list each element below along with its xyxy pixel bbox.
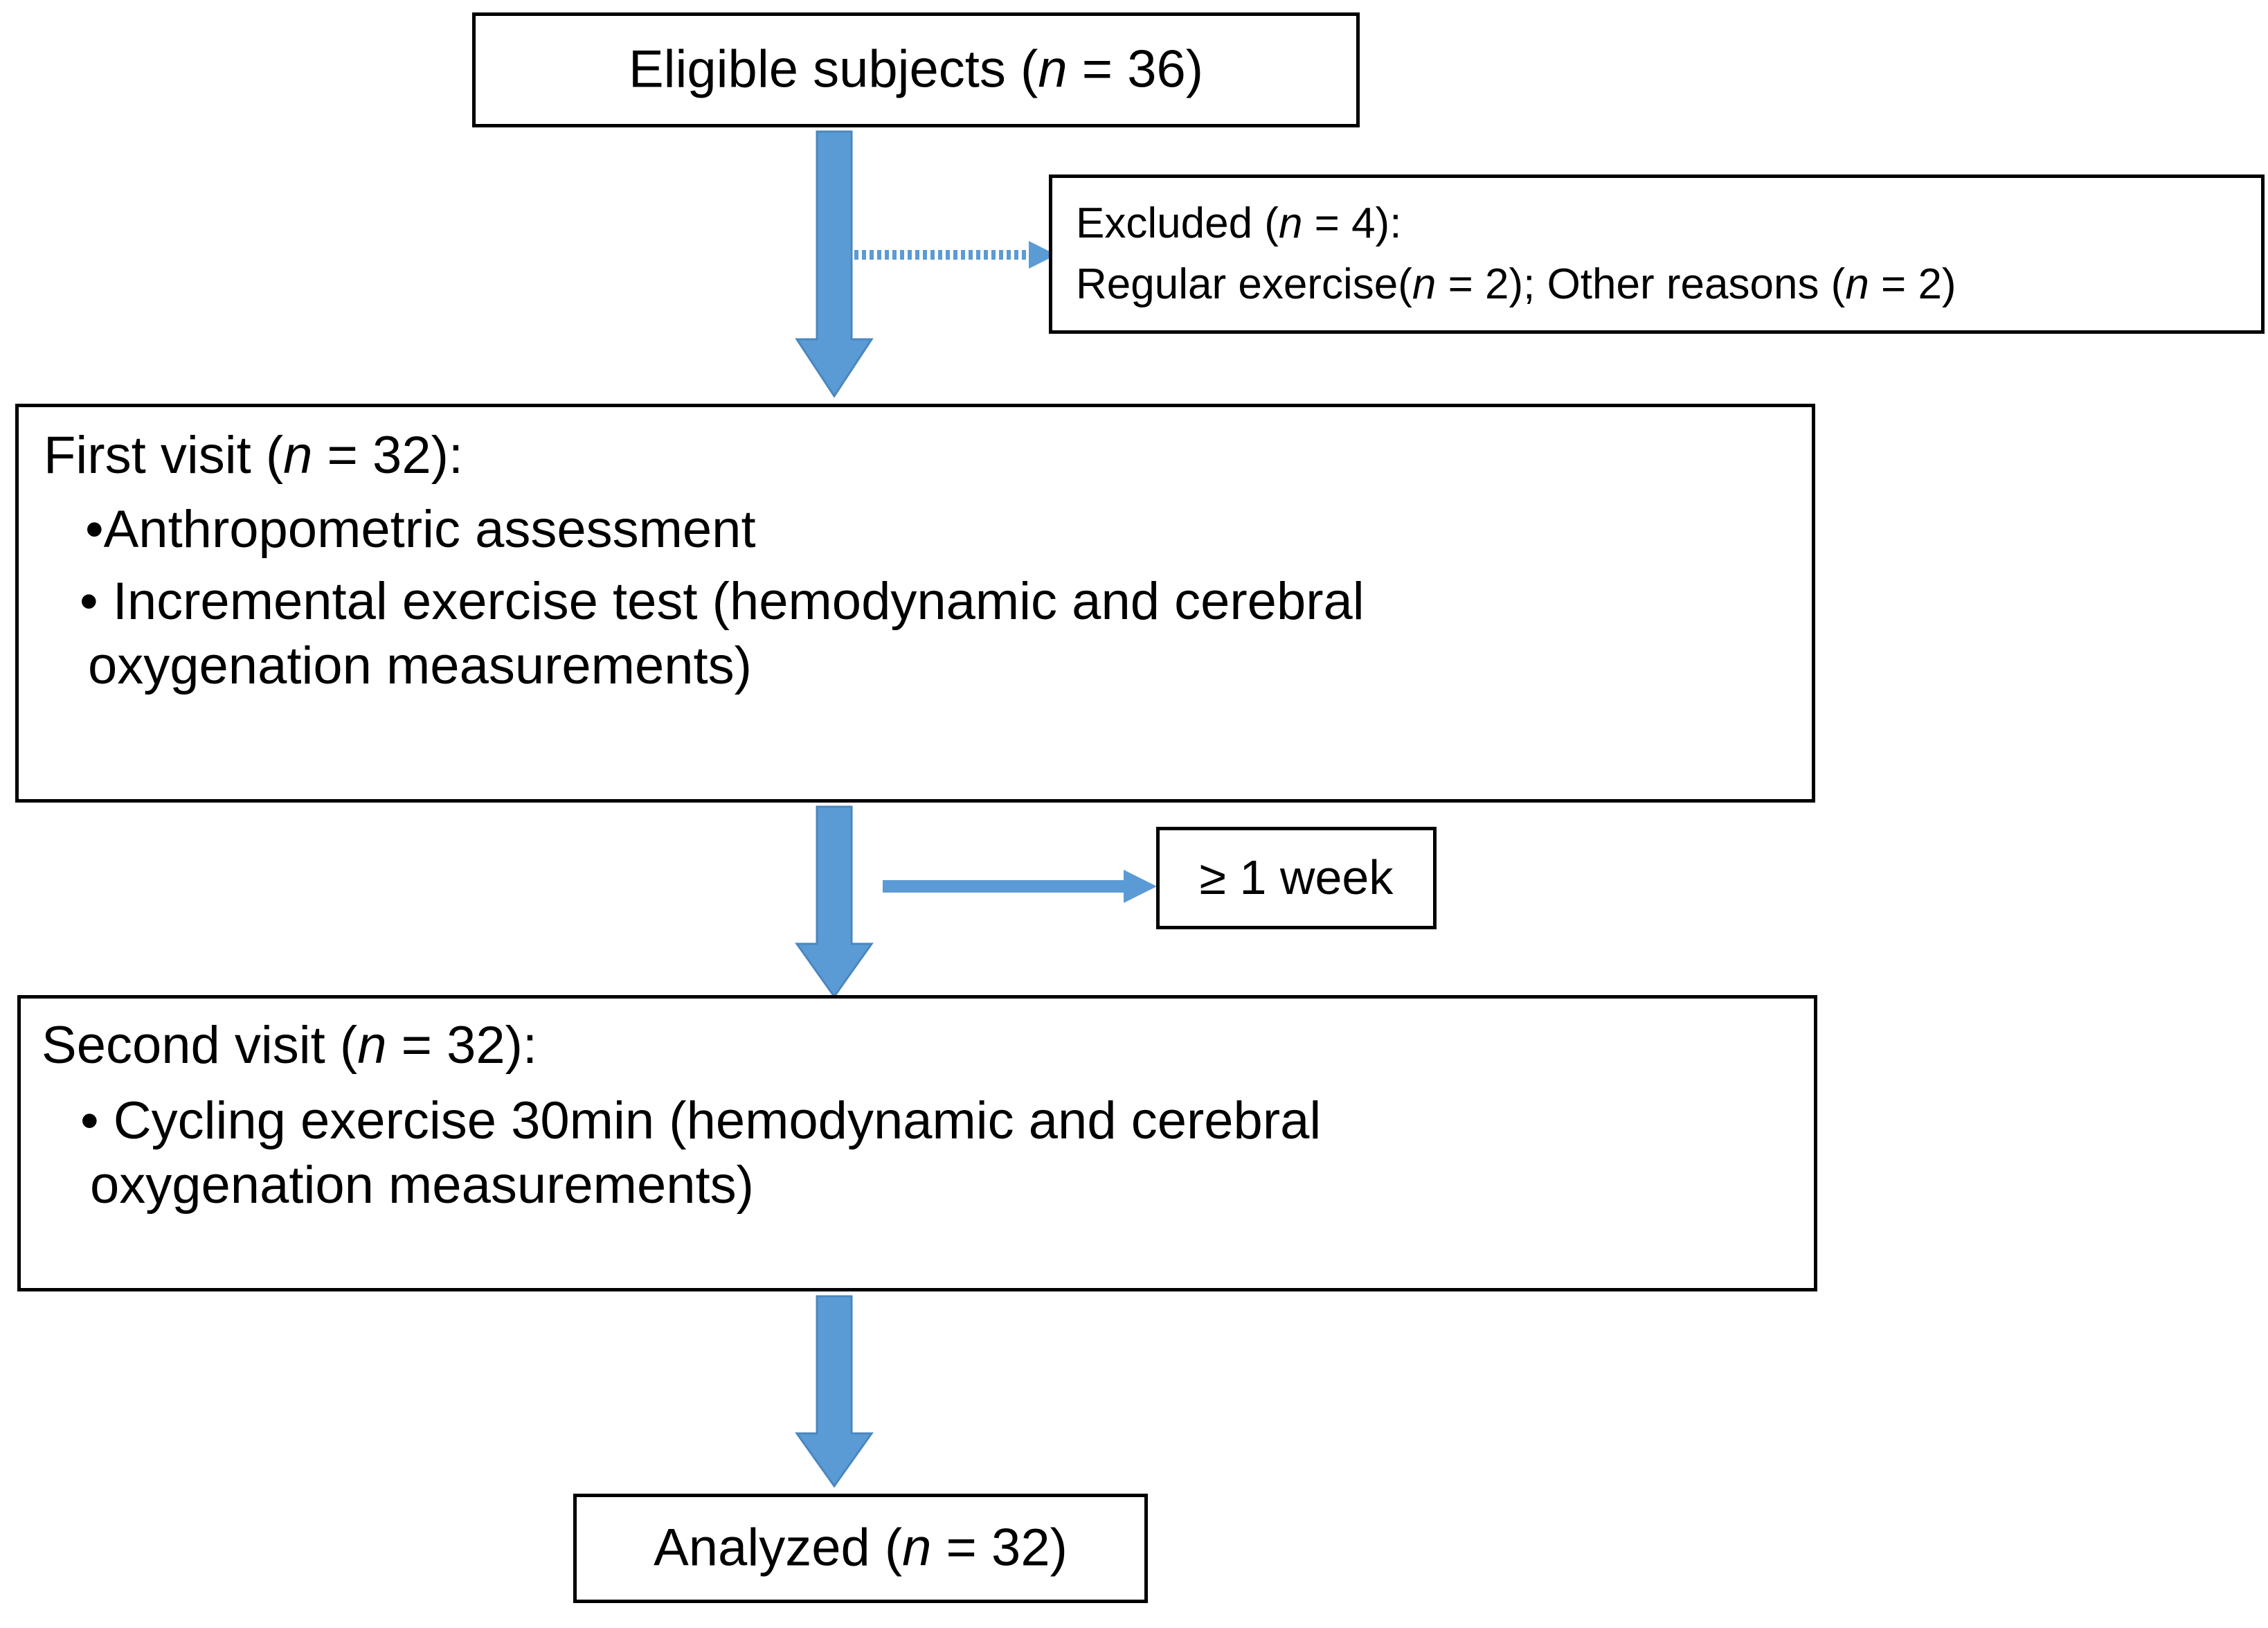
- node-week-gap: ≥ 1 week: [1156, 827, 1437, 929]
- node-excluded: Excluded (n = 4): Regular exercise(n = 2…: [1049, 175, 2265, 334]
- down-arrow-icon: [795, 130, 874, 398]
- bullet-1-text: Anthropometric assessment: [103, 500, 756, 560]
- first-visit-heading: First visit (n = 32):: [44, 426, 464, 485]
- bullet-2-text: Incremental exercise test (hemodynamic a…: [112, 571, 1365, 631]
- n-symbol: n: [283, 426, 313, 485]
- arrowhead-icon: [1124, 870, 1157, 903]
- node-second-visit: Second visit (n = 32): • Cycling exercis…: [17, 995, 1817, 1291]
- excluded-line-2: Regular exercise(n = 2); Other reasons (…: [1076, 260, 1956, 308]
- node-analyzed: Analyzed (n = 32): [573, 1494, 1148, 1603]
- bullet-2-continuation: oxygenation measurements): [88, 636, 752, 695]
- arrowhead-icon: [1029, 241, 1056, 269]
- connector-eligible-to-first-visit: [795, 130, 874, 398]
- connector-first-visit-to-week-gap: [883, 870, 1157, 903]
- n-symbol: n: [1412, 260, 1437, 308]
- second-visit-bullet-1: • Cycling exercise 30min (hemodynamic an…: [42, 1089, 1800, 1217]
- bullet-marker-icon: •: [80, 571, 98, 631]
- second-visit-content: Second visit (n = 32): • Cycling exercis…: [42, 1015, 1800, 1218]
- down-arrow-icon: [795, 805, 874, 999]
- n-symbol: n: [1278, 199, 1303, 247]
- connector-first-visit-to-second-visit: [795, 805, 874, 999]
- second-visit-heading: Second visit (n = 32):: [42, 1016, 538, 1075]
- n-symbol: n: [1845, 260, 1869, 308]
- n-symbol: n: [357, 1016, 387, 1075]
- bullet-1-continuation: oxygenation measurements): [90, 1156, 754, 1215]
- node-first-visit: First visit (n = 32): •Anthropometric as…: [15, 404, 1815, 803]
- n-symbol: n: [1038, 39, 1068, 99]
- bullet-marker-icon: •: [85, 500, 104, 560]
- first-visit-content: First visit (n = 32): •Anthropometric as…: [44, 425, 1798, 698]
- down-arrow-icon: [795, 1295, 874, 1488]
- bullet-1-text: Cycling exercise 30min (hemodynamic and …: [113, 1091, 1322, 1151]
- node-eligible-subjects: Eligible subjects (n = 36): [472, 12, 1360, 127]
- excluded-text-block: Excluded (n = 4): Regular exercise(n = 2…: [1076, 193, 1956, 315]
- eligible-subjects-label: Eligible subjects (n = 36): [628, 39, 1204, 99]
- bullet-marker-icon: •: [80, 1091, 99, 1151]
- excluded-line-1: Excluded (n = 4):: [1076, 199, 1402, 247]
- first-visit-bullet-2: • Incremental exercise test (hemodynamic…: [44, 570, 1798, 698]
- analyzed-label: Analyzed (n = 32): [654, 1518, 1068, 1577]
- connector-eligible-to-excluded: [824, 241, 1056, 269]
- week-gap-label: ≥ 1 week: [1199, 850, 1394, 905]
- connector-second-visit-to-analyzed: [795, 1295, 874, 1488]
- first-visit-bullet-1: •Anthropometric assessment: [44, 499, 1798, 560]
- n-symbol: n: [902, 1518, 932, 1577]
